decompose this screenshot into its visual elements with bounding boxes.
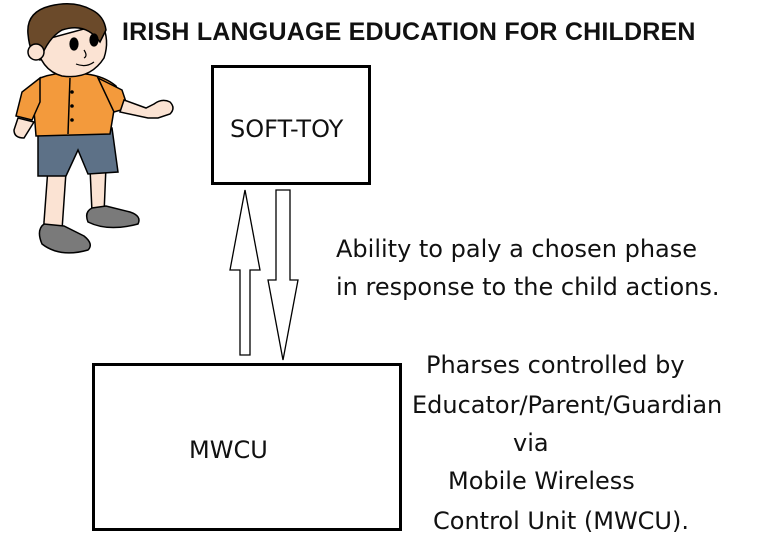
ability-note-line: in response to the child actions. — [336, 273, 720, 301]
boy-shoes — [38, 205, 140, 254]
shirt-buttons — [70, 90, 74, 122]
mwcu-box — [92, 363, 402, 531]
boy-head — [27, 3, 108, 78]
soft-toy-box — [211, 65, 371, 185]
control-note-line: via — [513, 429, 549, 457]
control-note-line: Educator/Parent/Guardian — [412, 391, 723, 419]
control-note-line: Control Unit (MWCU). — [433, 507, 689, 535]
ability-note-line: Ability to paly a chosen phase — [336, 235, 698, 263]
down-arrow — [267, 189, 299, 361]
up-arrow — [229, 189, 261, 356]
boy-shorts — [37, 127, 119, 177]
boy-shirt — [15, 71, 129, 137]
mwcu-label: MWCU — [189, 436, 268, 464]
control-note-line: Mobile Wireless — [448, 467, 635, 495]
soft-toy-label: SOFT-TOY — [230, 115, 344, 143]
boy-face — [69, 33, 99, 67]
control-note-line: Pharses controlled by — [426, 351, 685, 379]
diagram-title: IRISH LANGUAGE EDUCATION FOR CHILDREN — [122, 18, 696, 46]
boy-arms — [13, 99, 174, 139]
